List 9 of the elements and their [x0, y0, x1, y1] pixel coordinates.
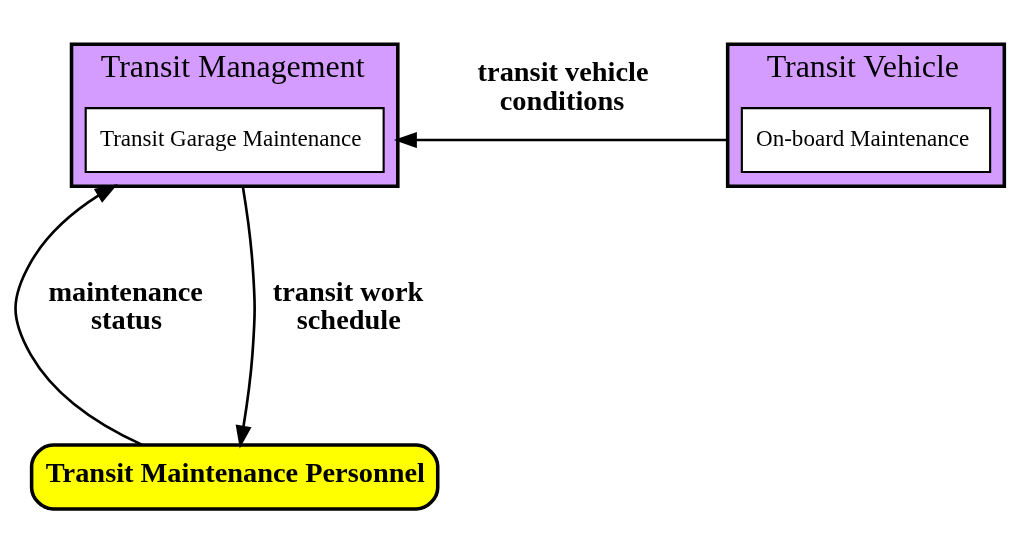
node-box: On-board Maintenance [740, 106, 992, 173]
arrow [14, 183, 143, 446]
node-box: Transit Maintenance Personnel [29, 442, 440, 511]
arrow [393, 131, 728, 148]
node-box: Transit Garage Maintenance [84, 106, 385, 173]
arrow [235, 185, 256, 449]
edge-label: maintenance status [48, 275, 203, 335]
edge-label: transit work schedule [272, 275, 424, 335]
edge-label: transit vehicle conditions [477, 55, 649, 116]
